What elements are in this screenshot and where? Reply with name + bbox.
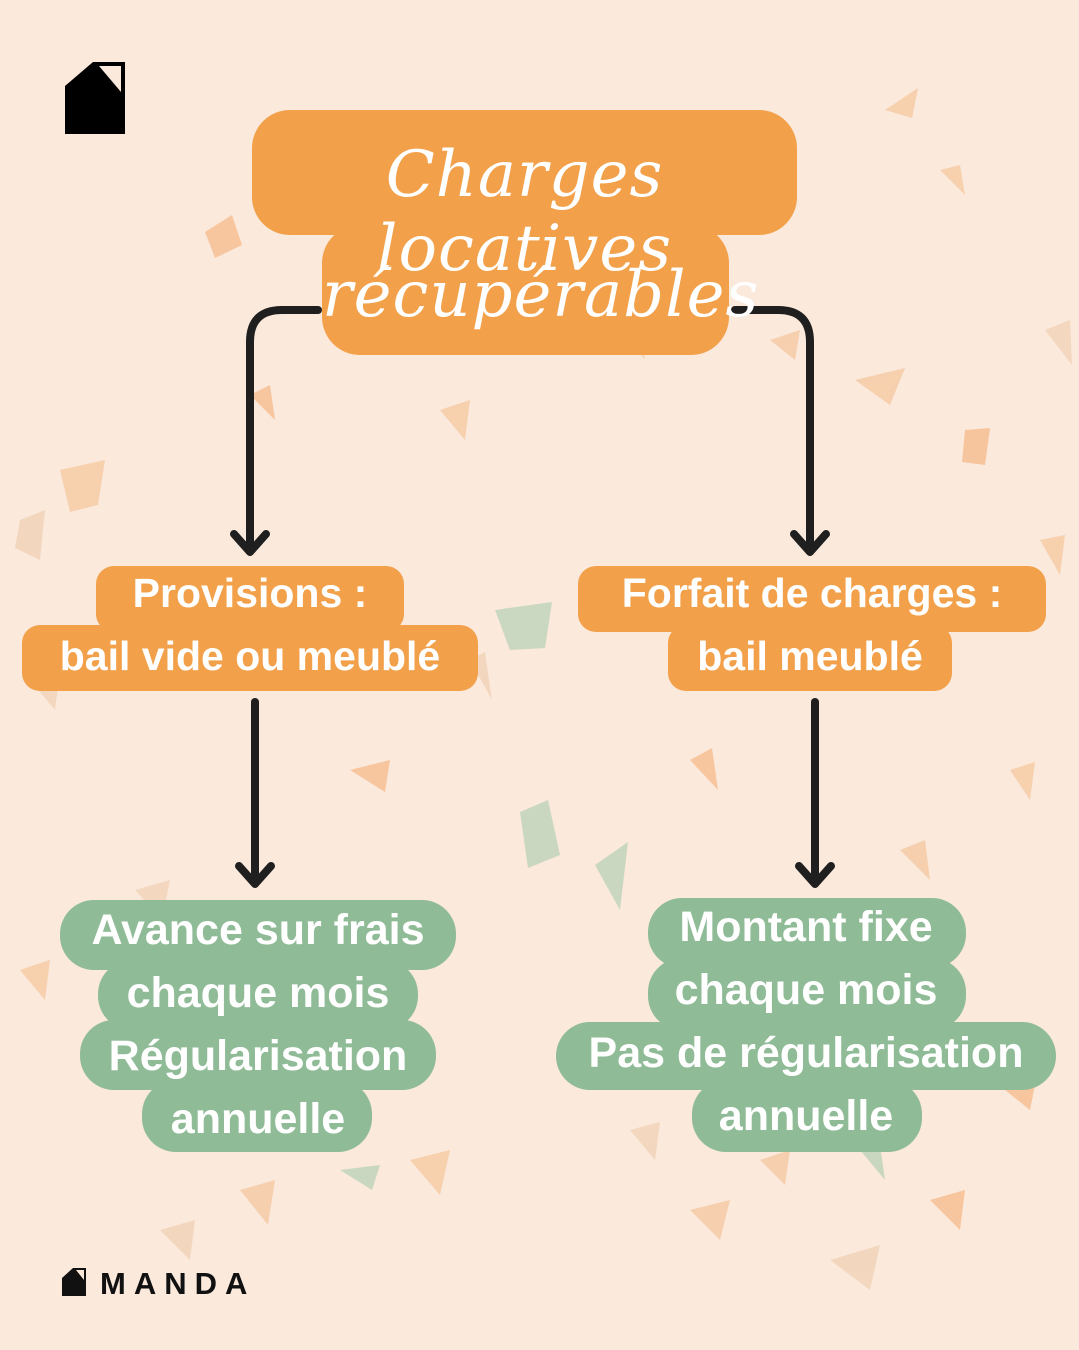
left-green-box-4 [142, 1080, 372, 1152]
left-pill-bottom [22, 625, 478, 691]
left-arrowhead [230, 530, 270, 556]
right-arrowhead [790, 530, 830, 556]
right-pill-top [578, 566, 1046, 632]
right-green-box-2 [648, 958, 966, 1030]
brand-name: MANDA [100, 1266, 256, 1301]
right-box-line-4: annuelle [718, 1092, 894, 1140]
right-green-box-3 [556, 1022, 1056, 1090]
left-box-line-1: Avance sur frais [91, 906, 425, 954]
left-box-line-2: chaque mois [126, 969, 390, 1017]
right-pill-subtitle: bail meublé [697, 633, 923, 679]
title-box-bottom [322, 225, 729, 355]
right-box-line-1: Montant fixe [679, 903, 933, 951]
left-down-arrowhead [235, 862, 275, 888]
left-green-box-3 [80, 1020, 436, 1090]
right-down-arrowhead [795, 862, 835, 888]
right-pill-title: Forfait de charges : [621, 570, 1003, 616]
diagram-title-line1: Charges locatives [376, 138, 673, 286]
brand-house-icon [62, 1268, 86, 1296]
diagram-title-line2: récupérables [322, 258, 760, 332]
left-branch-connector [246, 306, 322, 554]
left-box-line-3: Régularisation [108, 1032, 408, 1080]
house-logo-icon [65, 62, 125, 134]
left-pill-subtitle: bail vide ou meublé [59, 633, 441, 679]
left-box-line-4: annuelle [170, 1095, 346, 1143]
title-box-top [252, 110, 797, 235]
right-pill-bottom [668, 625, 952, 691]
left-green-box-2 [98, 960, 418, 1030]
right-box-line-3: Pas de régularisation [588, 1029, 1024, 1077]
right-green-box-4 [692, 1080, 922, 1152]
left-pill-title: Provisions : [132, 570, 368, 616]
right-green-box-1 [648, 898, 966, 968]
left-pill-top [96, 566, 404, 632]
right-box-line-2: chaque mois [674, 966, 938, 1014]
right-branch-connector [731, 306, 814, 554]
left-green-box-1 [60, 900, 456, 970]
